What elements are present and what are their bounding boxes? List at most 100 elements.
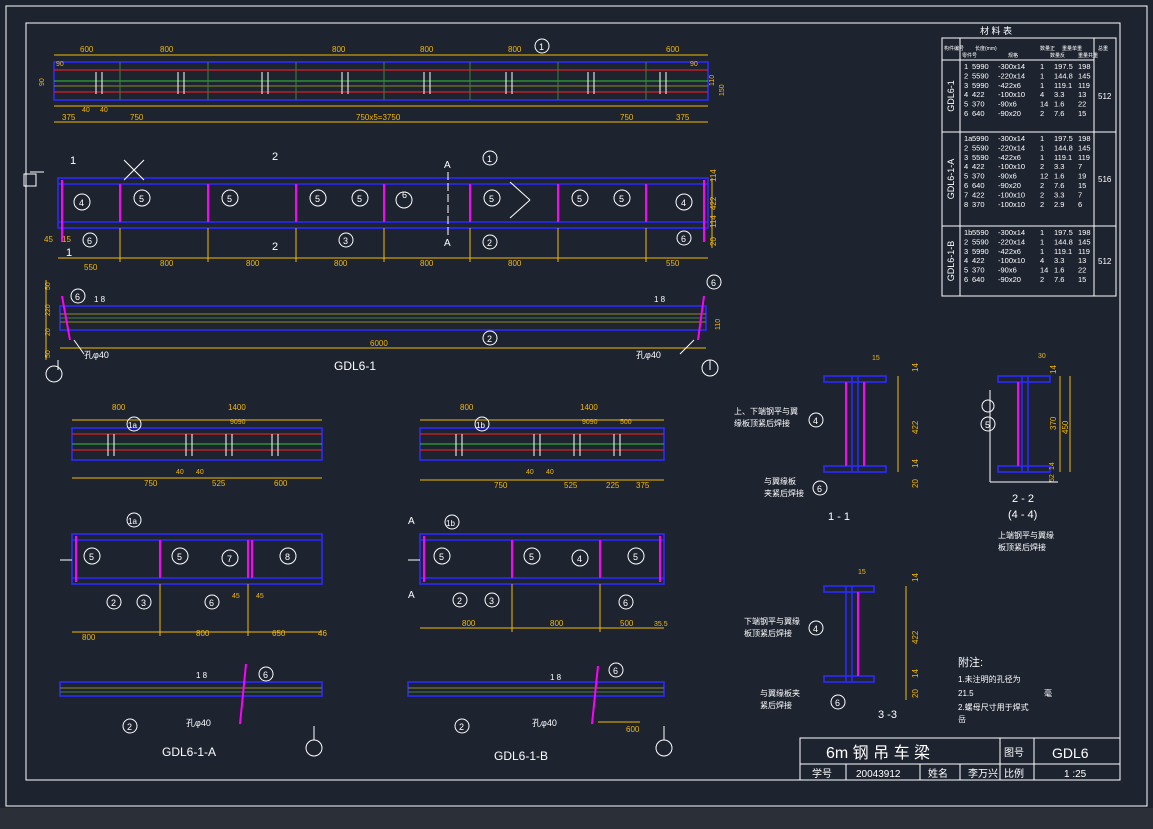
- mat-cell: 145: [1078, 71, 1091, 80]
- a-hole: 孔φ40: [186, 718, 211, 728]
- mat-cell: 6: [964, 109, 968, 118]
- mat-cell: 22: [1078, 100, 1086, 109]
- mat-cell: -100x10: [998, 162, 1025, 171]
- mat-header-1: 零件号: [962, 52, 977, 59]
- side-dim-1: 50: [45, 282, 52, 290]
- rdim-3: 114: [709, 215, 718, 228]
- s44-label: (4 - 4): [1008, 509, 1037, 521]
- a-small-2: 40: [196, 469, 204, 476]
- svg-text:5: 5: [985, 420, 990, 430]
- svg-text:4: 4: [577, 554, 582, 564]
- svg-text:5: 5: [529, 552, 534, 562]
- mat-cell: 1: [1040, 247, 1044, 256]
- notes-line-1: 1.未注明的孔径为: [958, 674, 1021, 684]
- a-bolt-dim-2: 525: [212, 479, 226, 488]
- svg-text:6: 6: [613, 666, 618, 676]
- mat-group-total-2: 512: [1098, 257, 1112, 266]
- s22-dim-5: 52: [1049, 474, 1056, 482]
- side-dim-2: 220: [45, 304, 52, 316]
- weld-45: 45: [44, 235, 53, 244]
- s33-top: 15: [858, 569, 866, 576]
- mat-cell: -422x6: [998, 81, 1021, 90]
- mat-cell: 2: [964, 71, 968, 80]
- mat-cell: 13: [1078, 256, 1086, 265]
- mat-cell: 8: [964, 200, 968, 209]
- bolt-marks: [95, 72, 667, 94]
- part-callout-1: [534, 38, 550, 54]
- bot-dim-2: 800: [160, 259, 174, 268]
- mat-cell: 7.6: [1054, 181, 1064, 190]
- name: 李万兴: [968, 767, 998, 780]
- view-b-plan: [419, 419, 665, 481]
- notes-line-2b: 毫: [1044, 688, 1052, 698]
- mat-cell: -90x20: [998, 181, 1021, 190]
- section-1-mark-b: 1: [66, 247, 72, 259]
- mat-cell: 7.6: [1054, 275, 1064, 284]
- bot-dim-4: 800: [334, 259, 348, 268]
- inner-frame: [25, 22, 1121, 781]
- b-top-dim-2: 1400: [580, 403, 598, 412]
- b-sec-a-2: A: [408, 590, 415, 601]
- view-a-plan: [71, 419, 323, 479]
- mat-cell: 2: [964, 237, 968, 246]
- b-sec-a: A: [408, 516, 415, 527]
- mat-cell: 5: [964, 100, 968, 109]
- mat-cell: 5: [964, 172, 968, 181]
- s11-dim-1: 14: [911, 363, 920, 372]
- mat-cell: 5590: [972, 153, 989, 162]
- scale: 1 :25: [1064, 769, 1087, 780]
- top-dim-5: 800: [508, 45, 522, 54]
- s33-callout-4: [808, 620, 824, 636]
- bf-callout-6b: [706, 274, 722, 290]
- mat-header-0: 构件编号: [944, 45, 964, 52]
- mat-cell: 2.9: [1054, 200, 1064, 209]
- a-bf-callout-2: [122, 718, 138, 734]
- mat-cell: 4: [964, 162, 968, 171]
- svg-text:6: 6: [87, 236, 92, 246]
- view-a-elevation: [60, 533, 323, 636]
- b-bf-callout-6: [608, 662, 624, 678]
- mat-cell: 3: [964, 153, 968, 162]
- svg-text:7: 7: [227, 554, 232, 564]
- bolt-dim-1: 375: [62, 113, 76, 122]
- mat-cell: 370: [972, 172, 985, 181]
- mat-cell: -100x10: [998, 90, 1025, 99]
- mat-cell: 119: [1078, 247, 1090, 256]
- hole-left: 孔φ40: [84, 350, 109, 360]
- mat-cell: 1: [1040, 134, 1044, 143]
- mat-group-name-0: GDL6-1: [946, 80, 956, 112]
- a-top-dim-1: 800: [112, 403, 126, 412]
- bf-right-dim: 110: [715, 319, 722, 330]
- s22-dim-4: 14: [1049, 462, 1056, 470]
- mat-cell: 7: [964, 190, 968, 199]
- scale-label: 比例: [1004, 767, 1024, 780]
- svg-text:1a: 1a: [128, 421, 137, 430]
- mat-cell: 119: [1078, 81, 1090, 90]
- s11-note-3: 与翼缘板: [764, 476, 796, 486]
- bolt-dim-2: 750: [130, 113, 144, 122]
- mat-cell: 2: [1040, 275, 1044, 284]
- mat-header-5: 数量反: [1050, 52, 1065, 59]
- b-extra: 500: [620, 419, 632, 426]
- s11-callout-6: [812, 480, 828, 496]
- mat-cell: 1: [1040, 62, 1044, 71]
- view-label-a: GDL6-1-A: [162, 745, 216, 759]
- b-bolt-dim-4: 375: [636, 481, 650, 490]
- svg-text:6: 6: [711, 278, 716, 288]
- a-bot-dim-3: 650: [272, 629, 286, 638]
- mat-cell: 197.5: [1054, 62, 1073, 71]
- mat-cell: 3: [964, 81, 968, 90]
- bf-callout-2: [482, 330, 498, 346]
- svg-text:5: 5: [89, 552, 94, 562]
- b-small-2: 40: [546, 469, 554, 476]
- mat-cell: 22: [1078, 266, 1086, 275]
- mat-cell: 7: [1078, 190, 1082, 199]
- svg-text:6: 6: [835, 698, 840, 708]
- top-dim-1: 600: [80, 45, 94, 54]
- s11-label: 1 - 1: [828, 511, 850, 523]
- mat-cell: 1: [1040, 153, 1044, 162]
- s11-note-1: 上、下端钢平与翼: [734, 406, 798, 416]
- mat-cell: -300x14: [998, 62, 1025, 71]
- mat-cell: 3.3: [1054, 256, 1064, 265]
